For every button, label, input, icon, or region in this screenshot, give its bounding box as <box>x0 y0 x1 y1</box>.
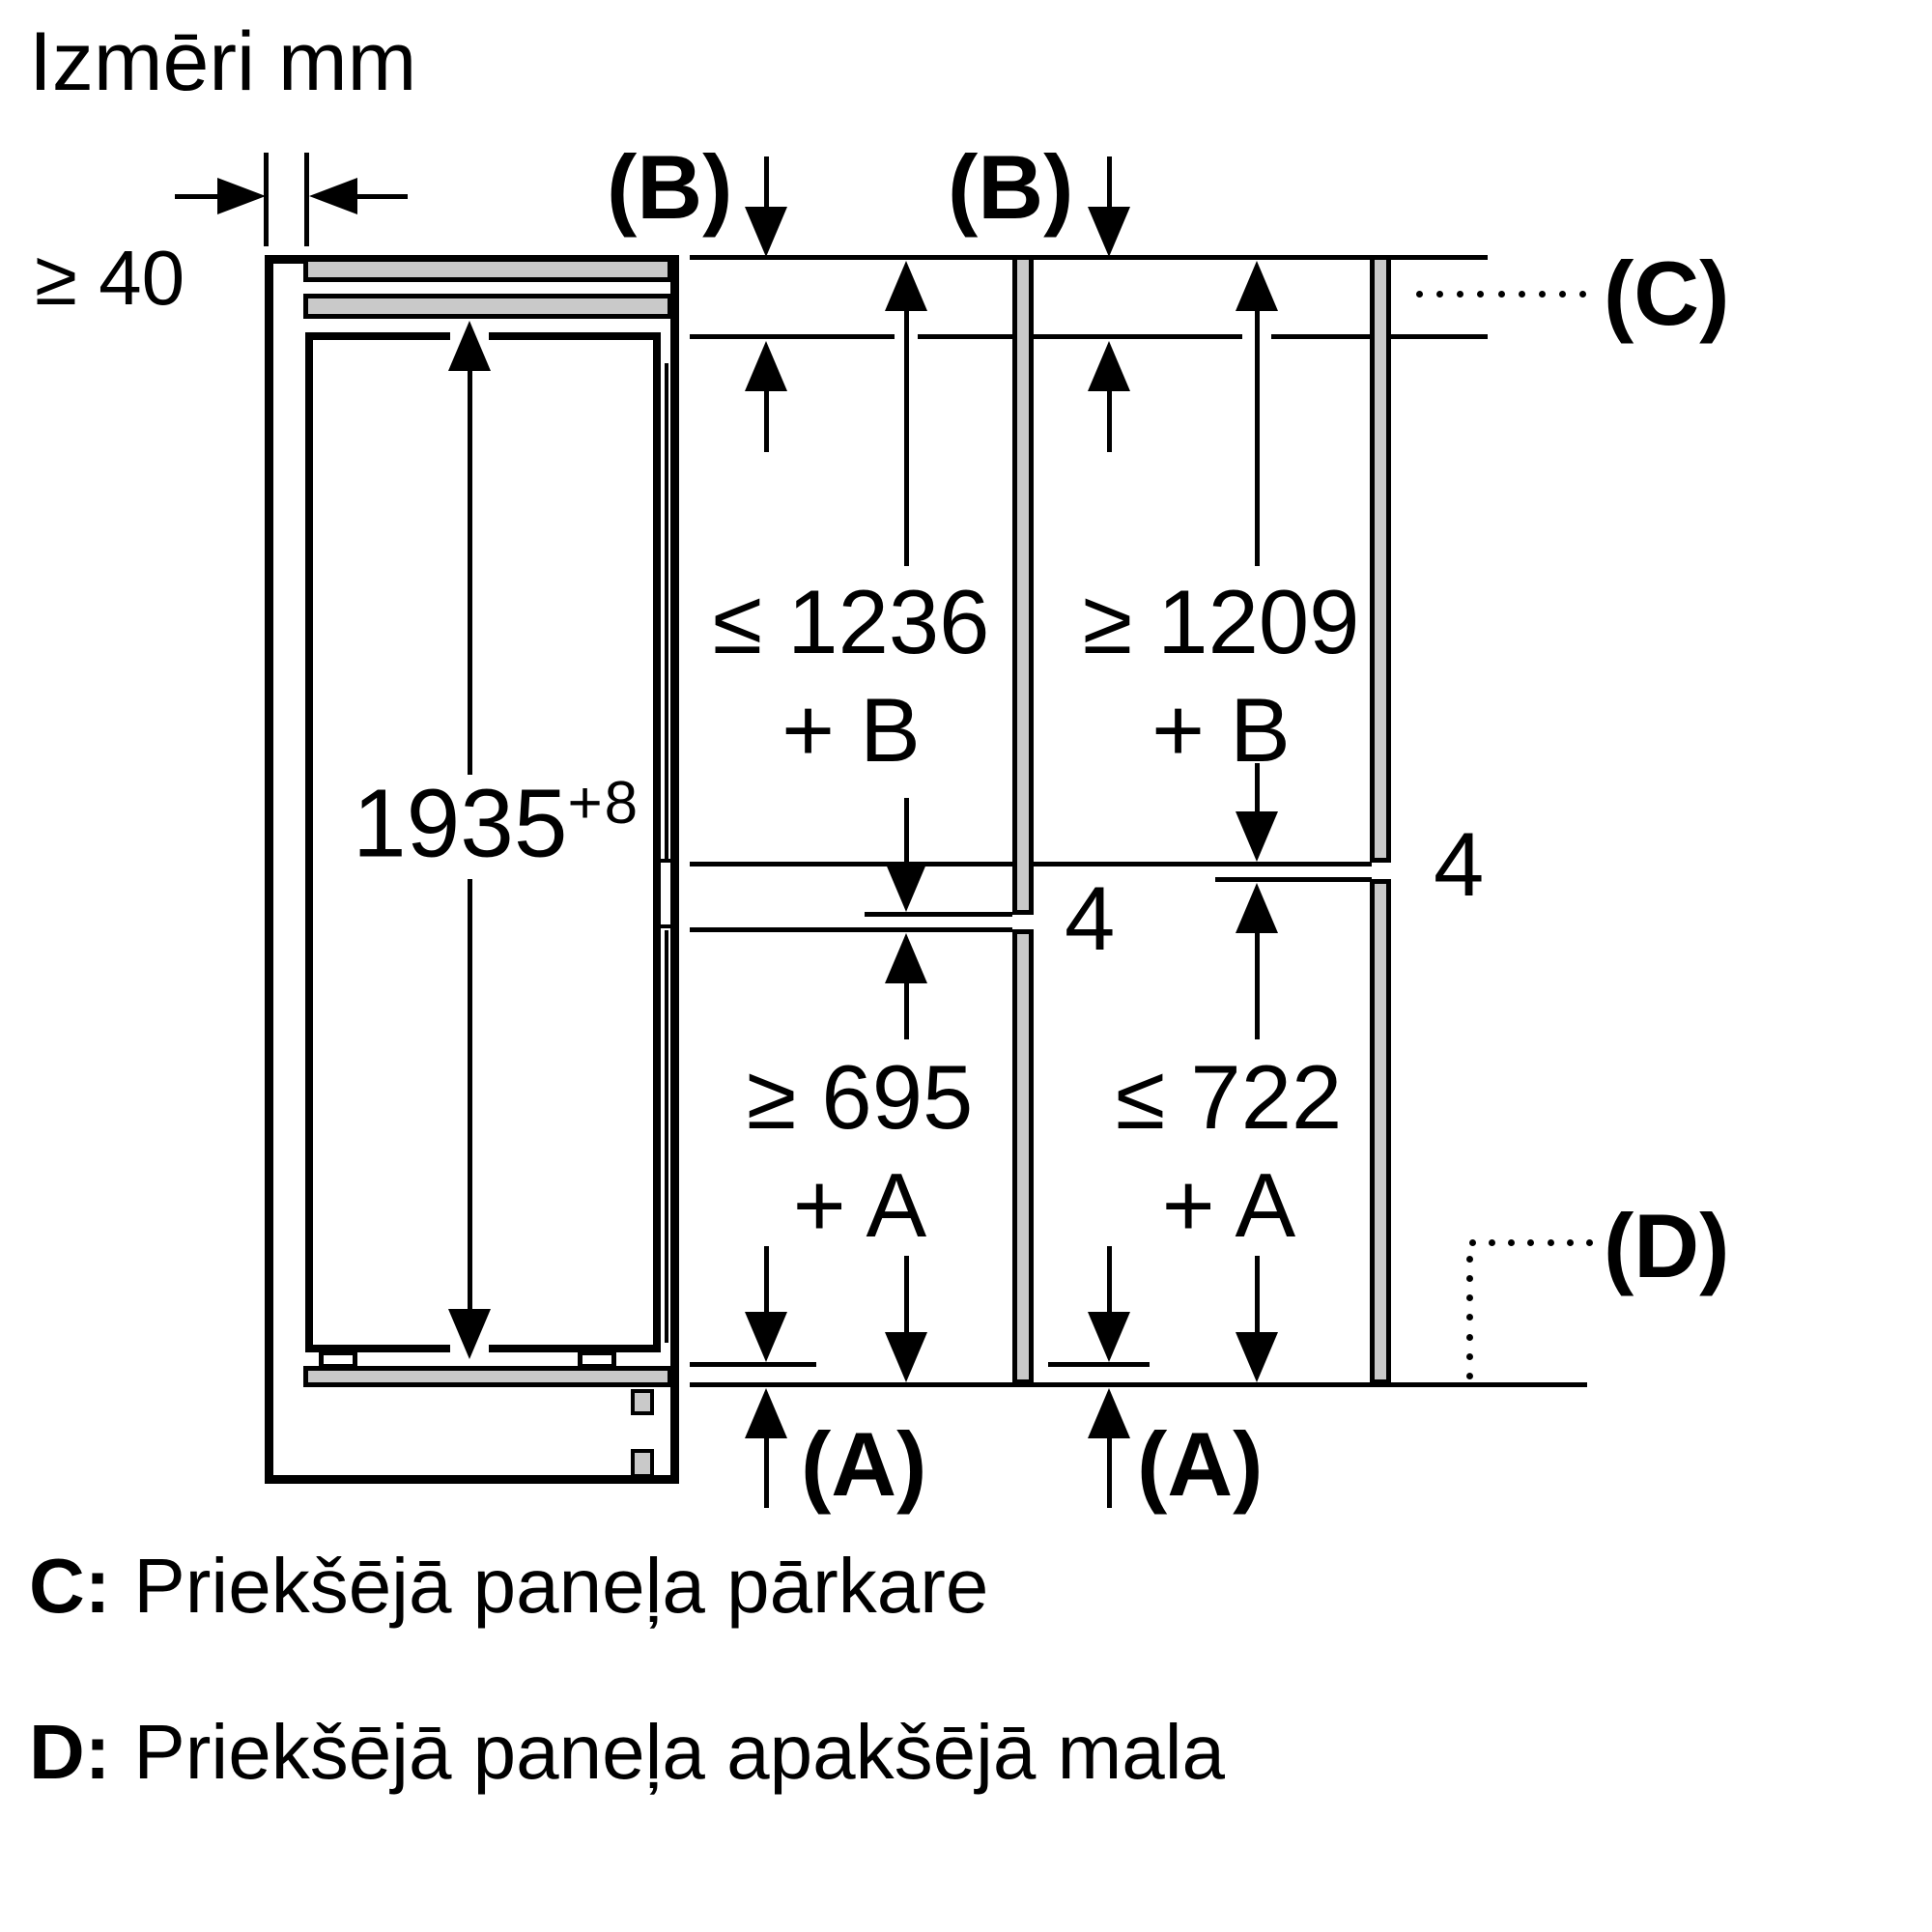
dim722-arrow-up-icon <box>1236 883 1278 933</box>
overhang-label-a-left: (A) <box>801 1413 927 1515</box>
a-right-up-shaft <box>1107 1436 1112 1508</box>
bottom-panel-bar <box>303 1366 672 1387</box>
door-panel-bar-right-upper <box>1370 255 1391 863</box>
c-callout-dotted-line <box>1416 291 1586 298</box>
cabinet-bottom-edge <box>265 1475 679 1484</box>
dim722-shaft-upper <box>1255 931 1260 1039</box>
legend-c-text: Priekšējā paneļa pārkare <box>133 1543 989 1629</box>
overhang-label-b-left: (B) <box>607 136 733 238</box>
a-right-down-shaft <box>1107 1246 1112 1314</box>
legend-d-text: Priekšējā paneļa apakšējā mala <box>133 1709 1225 1795</box>
door-split-line-left-lower <box>690 927 1012 932</box>
dim695-arrow-up-icon <box>885 933 927 983</box>
page-title: Izmēri mm <box>29 15 417 108</box>
b-right-up-shaft <box>1107 389 1112 452</box>
callout-label-d: (D) <box>1604 1195 1730 1296</box>
a-left-down-shaft <box>764 1246 769 1314</box>
a-right-down-arrow-icon <box>1088 1312 1130 1362</box>
wall-dim-line-right <box>348 194 408 199</box>
dim695-label: ≥ 695 + A <box>746 1046 974 1256</box>
dim1209-shaft-lower <box>1255 763 1260 813</box>
niche-height-tolerance: +8 <box>567 770 640 837</box>
dim722-shaft-lower <box>1255 1256 1260 1334</box>
niche-height-arrow-up-icon <box>448 321 491 371</box>
dim1236-shaft-lower <box>904 798 909 864</box>
appliance-right-edge <box>653 332 661 1352</box>
b-left-down-arrow-icon <box>745 207 787 257</box>
d-callout-dotted-line-horizontal <box>1469 1239 1593 1246</box>
niche-bottom-line-left <box>690 1362 816 1367</box>
dim722-arrow-down-icon <box>1236 1332 1278 1382</box>
dim1209-shaft-upper <box>1255 309 1260 566</box>
b-right-down-shaft <box>1107 156 1112 216</box>
door-notch-cap-upper <box>661 859 671 863</box>
wall-dim-tick-right <box>304 153 309 246</box>
a-left-up-shaft <box>764 1436 769 1508</box>
door-rail-lower <box>665 930 668 1343</box>
cabinet-left-wall <box>265 255 273 1484</box>
dim1209-arrow-up-icon <box>1236 261 1278 311</box>
a-right-up-arrow-icon <box>1088 1388 1130 1438</box>
panel-top-edge-line <box>690 255 1488 260</box>
door-split-line-left-upper <box>865 912 1012 917</box>
door-panel-bar-left-lower <box>1012 929 1034 1384</box>
door-panel-bar-right-lower <box>1370 879 1391 1384</box>
gap-label-left: 4 <box>1065 867 1116 969</box>
niche-bottom-line-right <box>1048 1362 1150 1367</box>
plinth-block-upper <box>631 1389 654 1415</box>
b-right-up-arrow-icon <box>1088 341 1130 391</box>
dim695-arrow-down-icon <box>885 1332 927 1382</box>
overhang-label-a-right: (A) <box>1137 1413 1264 1515</box>
top-panel-bar-2 <box>303 294 672 319</box>
a-left-up-arrow-icon <box>745 1388 787 1438</box>
dim722-label: ≤ 722 + A <box>1115 1046 1343 1256</box>
legend-line-c: C: Priekšējā paneļa pārkare <box>29 1542 988 1631</box>
appliance-top-edge-b <box>489 332 661 340</box>
niche-height-shaft-lower <box>468 879 472 1309</box>
panel-bottom-edge-line <box>690 1382 1587 1387</box>
door-notch-cap-lower <box>661 924 671 928</box>
a-left-down-arrow-icon <box>745 1312 787 1362</box>
dim1236-shaft-upper <box>904 309 909 566</box>
door-rail-upper <box>665 363 668 861</box>
dim695-shaft-upper <box>904 981 909 1039</box>
min-wall-thickness-label: ≥ 40 <box>35 235 185 321</box>
niche-height-arrow-down-icon <box>448 1309 491 1359</box>
top-panel-bar-1 <box>303 257 672 282</box>
wall-dim-arrow-right-icon <box>217 178 266 214</box>
niche-top-line-a <box>690 334 895 339</box>
b-left-up-shaft <box>764 389 769 452</box>
dim1236-arrow-down-icon <box>885 862 927 912</box>
niche-top-line-b <box>918 334 1242 339</box>
legend-line-d: D: Priekšējā paneļa apakšējā mala <box>29 1708 1225 1797</box>
legend-c-key: C: <box>29 1543 111 1629</box>
legend-d-key: D: <box>29 1709 111 1795</box>
callout-label-c: (C) <box>1604 242 1730 344</box>
dim1209-arrow-down-icon <box>1236 811 1278 862</box>
b-right-down-arrow-icon <box>1088 207 1130 257</box>
door-split-line-right-lower <box>1215 877 1372 882</box>
wall-dim-line-left <box>175 194 235 199</box>
niche-height-shaft-upper <box>468 369 472 775</box>
door-panel-bar-left-upper <box>1012 255 1034 915</box>
overhang-label-b-right: (B) <box>948 136 1074 238</box>
appliance-top-edge-a <box>305 332 450 340</box>
wall-dim-tick-left <box>264 153 269 246</box>
dim1236-arrow-up-icon <box>885 261 927 311</box>
dim1236-label: ≤ 1236 + B <box>712 571 990 781</box>
b-left-up-arrow-icon <box>745 341 787 391</box>
gap-label-right: 4 <box>1434 813 1485 915</box>
d-callout-dotted-line-vertical <box>1466 1256 1473 1379</box>
niche-height-label: 1935+8 <box>353 770 640 873</box>
appliance-bottom-edge-b <box>489 1345 661 1352</box>
appliance-left-edge <box>305 332 313 1352</box>
dim1209-label: ≥ 1209 + B <box>1082 571 1360 781</box>
plinth-block-lower <box>631 1449 654 1478</box>
cabinet-right-wall <box>670 255 679 1484</box>
appliance-bottom-edge-a <box>305 1345 450 1352</box>
b-left-down-shaft <box>764 156 769 216</box>
niche-height-value: 1935 <box>353 769 568 878</box>
wall-dim-arrow-left-icon <box>309 178 357 214</box>
dim695-shaft-lower <box>904 1256 909 1334</box>
